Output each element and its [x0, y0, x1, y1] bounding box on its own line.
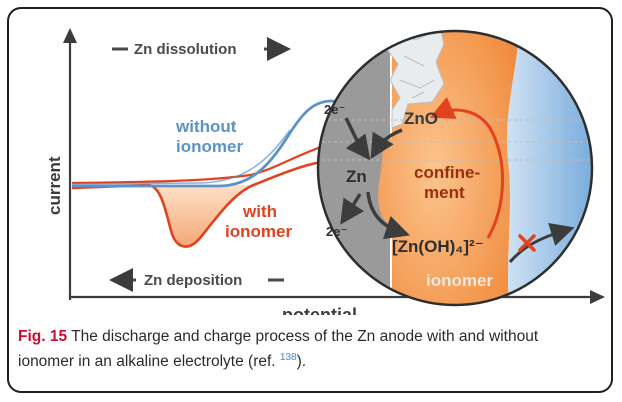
blocked-cross-icon: [518, 234, 536, 252]
anode-inset: ZnO 2e⁻ Zn 2e⁻ confine- ment [Zn(OH)₄]²⁻…: [316, 29, 594, 307]
electrons-bottom-label: 2e⁻: [326, 224, 347, 239]
zn-dissolution-label-group: Zn dissolution: [112, 37, 291, 61]
x-axis-arrowhead: [590, 290, 605, 304]
voltammogram-curves: without ionomer with ionomer: [71, 99, 361, 248]
zinc-oxide-crystal-lines: [395, 31, 435, 99]
with-ionomer-label-line2: ionomer: [225, 222, 292, 241]
electrolyte-region: [507, 31, 592, 305]
zn-deposition-label: Zn deposition: [144, 272, 242, 289]
oxide-to-zinc-arrow: [370, 128, 403, 160]
without-ionomer-label-line1: without: [175, 117, 237, 136]
with-ionomer-label-line1: with: [242, 202, 277, 221]
caption-tail: ).: [296, 353, 307, 371]
ionomer-layer-label: ionomer: [426, 271, 493, 290]
confinement-label-line1: confine-: [414, 163, 480, 182]
without-ionomer-label-line2: ionomer: [176, 137, 243, 156]
zincate-label: [Zn(OH)₄]²⁻: [392, 237, 484, 256]
zno-label: ZnO: [404, 109, 438, 128]
blocked-diffusion-arrow: [508, 222, 575, 263]
zinc-to-zincate-arrow: [366, 191, 410, 240]
figure-number: Fig. 15: [18, 328, 68, 345]
y-axis-label: current: [45, 156, 64, 215]
confinement-label-line2: ment: [424, 183, 465, 202]
reference-link[interactable]: 138: [279, 352, 297, 363]
zinc-oxide-crystals: [385, 31, 445, 129]
zn-label: Zn: [346, 167, 367, 186]
with-ionomer-curve: [71, 154, 361, 248]
figure-frame: [7, 7, 613, 393]
electron-arrow-bottom: [340, 193, 364, 225]
axes: current potential: [45, 28, 605, 315]
with-ionomer-upper-curve: [71, 136, 361, 185]
zn-dissolution-label: Zn dissolution: [134, 41, 237, 58]
zn-deposition-label-group: Zn deposition: [109, 268, 284, 292]
electron-arrow-top: [344, 117, 371, 161]
without-ionomer-curve: [72, 99, 351, 188]
zinc-anode-diagram: current potential Zn dissolution Zn depo…: [45, 28, 605, 315]
figure-caption: Fig. 15 The discharge and charge process…: [18, 326, 598, 372]
confinement-arrow: [429, 96, 505, 239]
without-ionomer-return-curve: [71, 129, 291, 185]
electrons-top-label: 2e⁻: [324, 102, 345, 117]
caption-text: The discharge and charge process of the …: [18, 328, 539, 371]
deposition-area-fill: [150, 185, 256, 247]
x-axis-label: potential: [282, 305, 357, 315]
y-axis-arrowhead: [63, 28, 77, 43]
